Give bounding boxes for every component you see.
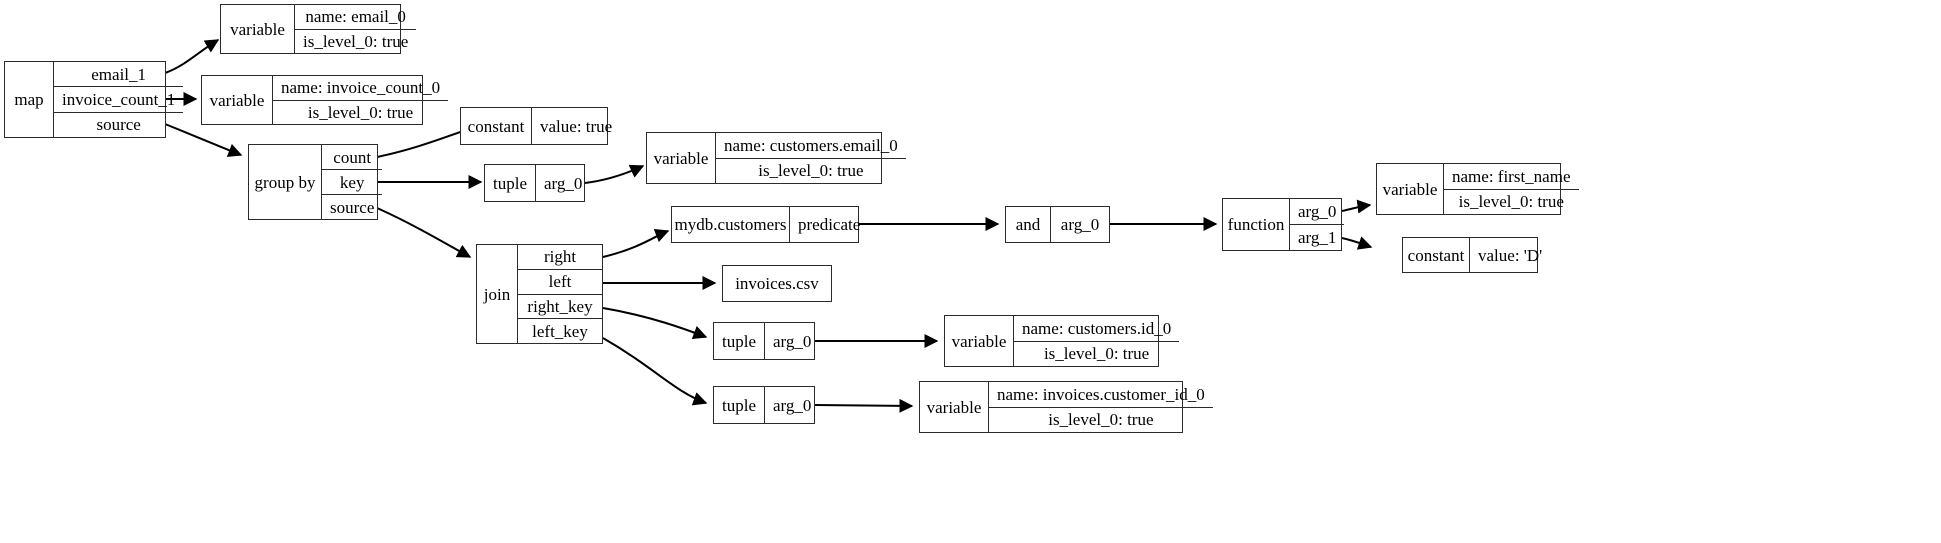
field-key[interactable]: key <box>322 169 383 194</box>
node-invoices-csv-label: invoices.csv <box>735 274 819 293</box>
node-invoices-csv[interactable]: invoices.csv <box>722 265 832 302</box>
field-predicate[interactable]: predicate <box>789 207 868 242</box>
node-constant-true[interactable]: constant value: true <box>460 107 612 145</box>
node-tuple-left-key-label: tuple <box>722 395 756 415</box>
node-group-by[interactable]: group by count key source <box>248 144 383 220</box>
node-tuple-key[interactable]: tuple arg_0 <box>484 164 585 202</box>
node-variable-invoice-count-0-label: variable <box>209 90 265 110</box>
node-constant-d[interactable]: constant value: 'D' <box>1402 237 1542 273</box>
field-left-key[interactable]: left_key <box>518 318 602 343</box>
field-is-level-0[interactable]: is_level_0: true <box>716 157 906 184</box>
node-variable-customers-email-0-label: variable <box>653 148 709 168</box>
edge-function-arg0-to-variable-firstname <box>1341 199 1372 214</box>
node-mydb-customers-label: mydb.customers <box>674 215 787 234</box>
field-arg-0[interactable]: arg_0 <box>1298 202 1337 221</box>
field-name-customers-id-0[interactable]: name: customers.id_0 <box>1022 318 1172 338</box>
node-join[interactable]: join right left right_key left_key <box>476 244 603 344</box>
edge-groupby-source-to-join <box>376 207 472 258</box>
field-left[interactable]: left <box>518 268 602 294</box>
field-is-level-0[interactable]: is_level_0: true <box>273 99 449 125</box>
node-map[interactable]: map email_1 invoice_count_1 source <box>4 61 184 138</box>
field-arg-0[interactable]: arg_0 <box>764 387 819 423</box>
node-variable-first-name-label: variable <box>1382 179 1438 199</box>
node-function-label: function <box>1227 215 1285 234</box>
node-variable-invoice-count-0-fields: name: invoice_count_0 is_level_0: true <box>272 76 449 125</box>
field-is-level-0[interactable]: is_level_0: true <box>989 406 1213 433</box>
field-email-1[interactable]: email_1 <box>91 64 147 84</box>
node-variable-first-name[interactable]: variable name: first_name is_level_0: tr… <box>1376 163 1579 215</box>
edge-tuple-arg0-to-variable-customersemail0 <box>584 164 645 184</box>
edge-join-right-to-mydbcustomers <box>602 228 670 258</box>
field-is-level-0[interactable]: is_level_0: true <box>295 28 417 54</box>
node-tuple-right-key-label: tuple <box>722 331 756 351</box>
node-variable-customers-id-0-label: variable <box>951 331 1007 351</box>
node-map-fields: email_1 invoice_count_1 source <box>53 62 184 137</box>
node-variable-email-0[interactable]: variable name: email_0 is_level_0: true <box>220 4 417 54</box>
node-function-fields: arg_0 arg_1 <box>1289 199 1345 250</box>
field-name-invoice-count-0[interactable]: name: invoice_count_0 <box>281 78 441 98</box>
node-variable-invoices-customer-id-0-fields: name: invoices.customer_id_0 is_level_0:… <box>988 382 1213 432</box>
node-and[interactable]: and arg_0 <box>1005 206 1110 243</box>
field-count[interactable]: count <box>333 147 372 167</box>
edge-function-arg1-to-constant-d <box>1341 236 1373 250</box>
node-variable-first-name-fields: name: first_name is_level_0: true <box>1443 164 1579 214</box>
field-value-d[interactable]: value: 'D' <box>1469 238 1550 272</box>
field-name-first-name[interactable]: name: first_name <box>1452 166 1571 186</box>
node-variable-invoices-customer-id-0[interactable]: variable name: invoices.customer_id_0 is… <box>919 381 1213 433</box>
field-source[interactable]: source <box>54 111 184 137</box>
edge-join-leftkey-to-tuple <box>602 337 708 406</box>
node-constant-true-label: constant <box>467 116 525 136</box>
node-map-label: map <box>14 90 44 109</box>
field-arg-0[interactable]: arg_0 <box>1050 207 1109 242</box>
node-and-label: and <box>1015 215 1041 234</box>
field-name-customers-email-0[interactable]: name: customers.email_0 <box>724 135 898 155</box>
node-join-label: join <box>483 284 511 304</box>
field-name-email-0[interactable]: name: email_0 <box>305 7 406 27</box>
node-variable-customers-id-0-fields: name: customers.id_0 is_level_0: true <box>1013 316 1180 367</box>
field-value-true[interactable]: value: true <box>531 108 620 144</box>
field-right[interactable]: right <box>543 247 577 267</box>
field-name-invoices-customer-id-0[interactable]: name: invoices.customer_id_0 <box>997 384 1205 404</box>
node-variable-invoice-count-0[interactable]: variable name: invoice_count_0 is_level_… <box>201 75 449 125</box>
field-source[interactable]: source <box>322 194 383 219</box>
node-variable-customers-id-0[interactable]: variable name: customers.id_0 is_level_0… <box>944 315 1180 367</box>
field-invoice-count-1[interactable]: invoice_count_1 <box>54 86 184 111</box>
field-arg-0[interactable]: arg_0 <box>764 323 819 359</box>
node-mydb-customers[interactable]: mydb.customers predicate <box>671 206 860 243</box>
node-group-by-label: group by <box>254 172 316 192</box>
node-constant-d-label: constant <box>1407 245 1465 265</box>
field-is-level-0[interactable]: is_level_0: true <box>1014 340 1180 367</box>
node-tuple-key-label: tuple <box>493 173 527 193</box>
field-is-level-0[interactable]: is_level_0: true <box>1444 188 1579 215</box>
node-variable-customers-email-0-fields: name: customers.email_0 is_level_0: true <box>715 133 906 183</box>
field-arg-0[interactable]: arg_0 <box>535 165 590 201</box>
edge-join-rightkey-to-tuple <box>602 307 708 340</box>
node-variable-customers-email-0[interactable]: variable name: customers.email_0 is_leve… <box>646 132 906 184</box>
node-tuple-left-key[interactable]: tuple arg_0 <box>713 386 815 424</box>
node-join-fields: right left right_key left_key <box>517 245 602 343</box>
node-function[interactable]: function arg_0 arg_1 <box>1222 198 1345 251</box>
edge-tupleleftkey-arg0-to-variable-invoicescustomerid0 <box>814 398 914 413</box>
node-group-by-fields: count key source <box>321 145 383 219</box>
node-variable-email-0-fields: name: email_0 is_level_0: true <box>294 5 417 54</box>
field-right-key[interactable]: right_key <box>518 293 602 319</box>
node-variable-invoices-customer-id-0-label: variable <box>926 397 982 417</box>
field-arg-1[interactable]: arg_1 <box>1290 224 1345 250</box>
node-tuple-right-key[interactable]: tuple arg_0 <box>713 322 815 360</box>
node-variable-email-0-label: variable <box>230 19 285 39</box>
